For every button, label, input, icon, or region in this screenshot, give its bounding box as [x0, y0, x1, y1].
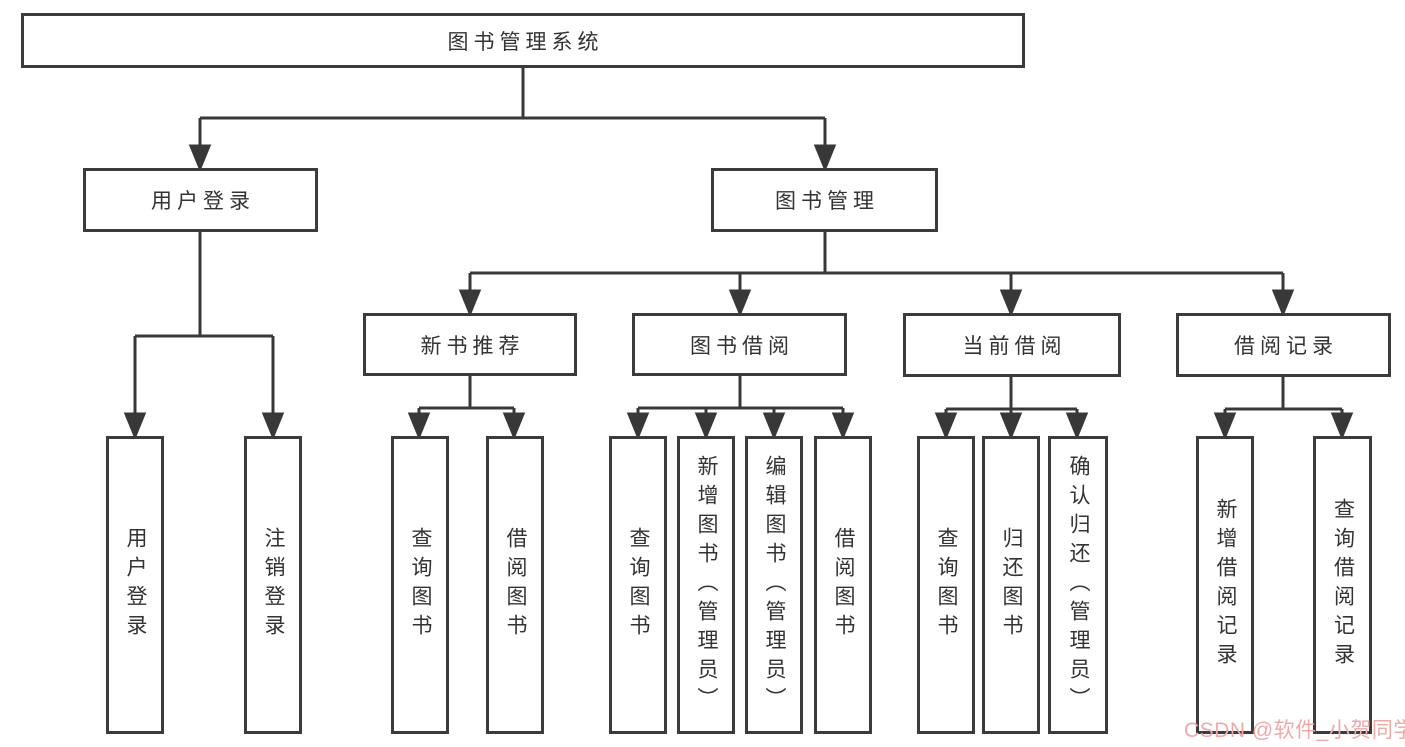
node-bor-borrow: 借阅图书: [814, 436, 872, 734]
connector-lines: [135, 68, 1342, 411]
node-root: 图书管理系统: [21, 13, 1025, 68]
arrow-to-bor-query: [626, 408, 650, 440]
arrow-to-recommend: [458, 273, 482, 317]
node-record-add: 新增借阅记录: [1196, 436, 1254, 734]
arrow-to-user-login: [188, 118, 212, 172]
node-bor-add: 新增图书（管理员）: [677, 436, 735, 734]
node-current: 当前借阅: [903, 313, 1121, 377]
node-logout: 注销登录: [244, 436, 302, 734]
arrow-to-logout: [261, 336, 285, 440]
node-user-login: 用户登录: [83, 168, 318, 232]
arrow-to-bor-edit: [762, 408, 786, 440]
arrow-to-borrow: [728, 273, 752, 317]
arrow-to-record-query: [1330, 409, 1354, 440]
arrow-to-record-add: [1213, 409, 1237, 440]
arrow-to-records: [1271, 273, 1295, 317]
arrow-to-book-mgmt: [813, 118, 837, 172]
node-book-mgmt: 图书管理: [711, 168, 938, 232]
node-cur-confirm: 确认归还（管理员）: [1048, 436, 1108, 734]
node-bor-edit: 编辑图书（管理员）: [745, 436, 803, 734]
node-bor-query: 查询图书: [609, 436, 667, 734]
node-cur-return: 归还图书: [982, 436, 1040, 734]
node-rec-query: 查询图书: [391, 436, 449, 734]
arrow-to-current: [999, 273, 1023, 317]
arrow-to-bor-add: [694, 408, 718, 440]
node-recommend: 新书推荐: [363, 313, 577, 376]
node-rec-borrow: 借阅图书: [486, 436, 544, 734]
arrow-to-rec-query: [407, 408, 431, 440]
node-borrow: 图书借阅: [632, 313, 847, 376]
node-cur-query: 查询图书: [917, 436, 975, 734]
node-record-query: 查询借阅记录: [1313, 436, 1372, 734]
watermark: CSDN @软件_小贺同学: [1184, 719, 1405, 742]
node-records: 借阅记录: [1176, 313, 1391, 377]
node-login: 用户登录: [106, 436, 164, 734]
arrow-to-rec-borrow: [502, 408, 526, 440]
arrow-to-bor-borrow: [831, 408, 855, 440]
arrow-to-cur-return: [999, 409, 1023, 440]
arrow-to-cur-confirm: [1065, 409, 1089, 440]
arrow-to-login: [123, 336, 147, 440]
arrow-to-cur-query: [934, 409, 958, 440]
connector-arrows: [123, 118, 1354, 440]
